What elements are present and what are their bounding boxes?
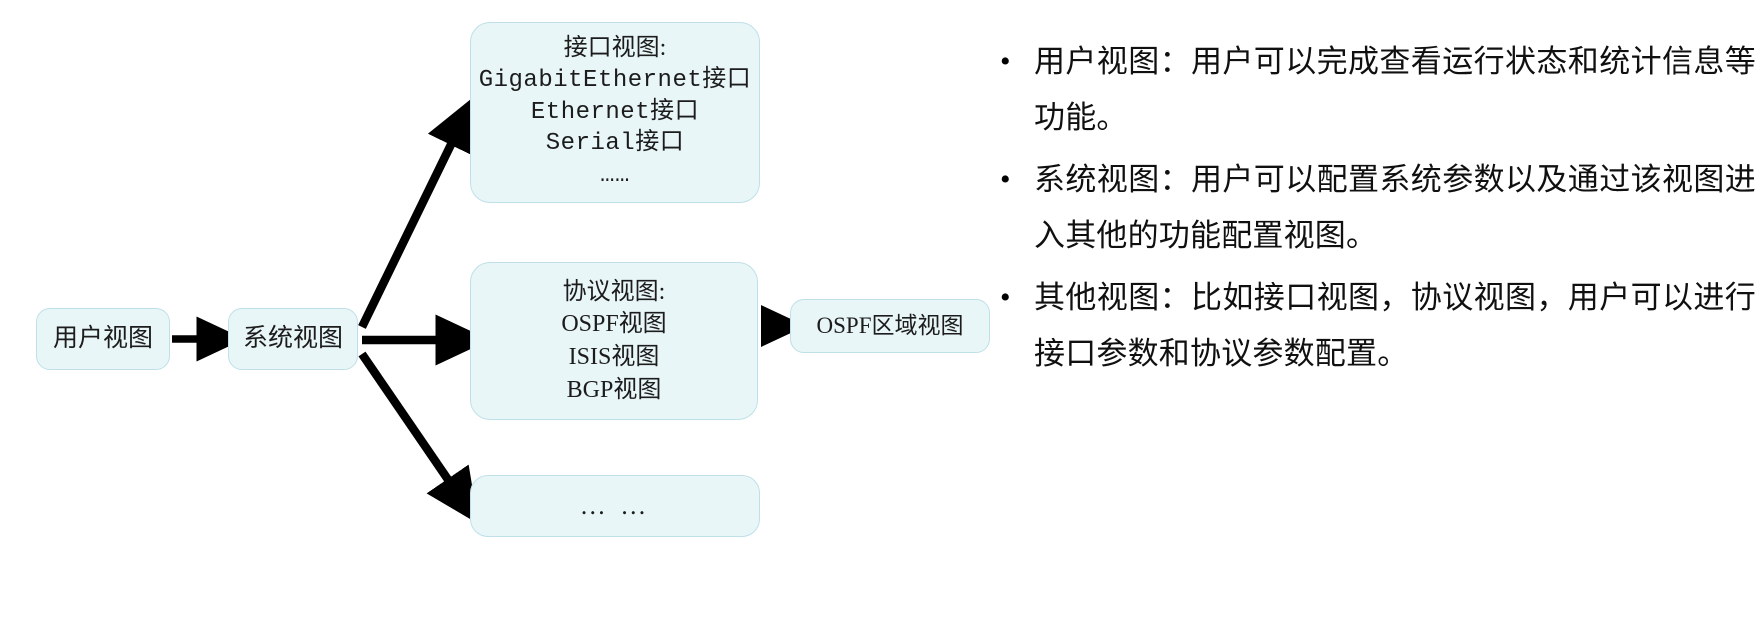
node-interface-view-line-1: GigabitEthernet接口: [478, 66, 752, 94]
node-other-view-label: … …: [579, 491, 651, 521]
arrow-system-to-interface: [358, 96, 475, 329]
node-interface-view-line-4: ……: [600, 162, 630, 190]
bullet-icon: •: [1000, 281, 1011, 314]
bullet-list: • 用户视图：用户可以完成查看运行状态和统计信息等功能。 • 系统视图：用户可以…: [1000, 34, 1756, 554]
list-item: • 其他视图：比如接口视图，协议视图，用户可以进行接口参数和协议参数配置。: [1000, 270, 1756, 382]
node-user-view[interactable]: 用户视图: [36, 308, 170, 370]
arrow-system-to-other: [358, 351, 479, 524]
node-protocol-view-line-3: BGP视图: [566, 376, 662, 403]
node-interface-view[interactable]: 接口视图: GigabitEthernet接口 Ethernet接口 Seria…: [470, 22, 760, 203]
bullet-icon: •: [1000, 45, 1011, 78]
bullet-icon: •: [1000, 163, 1011, 196]
node-other-view[interactable]: … …: [470, 475, 760, 537]
list-item: • 系统视图：用户可以配置系统参数以及通过该视图进入其他的功能配置视图。: [1000, 152, 1756, 264]
list-item-text: 其他视图：比如接口视图，协议视图，用户可以进行接口参数和协议参数配置。: [1034, 280, 1756, 371]
node-ospf-area-view-label: OSPF区域视图: [816, 313, 964, 339]
list-item-text: 用户视图：用户可以完成查看运行状态和统计信息等功能。: [1034, 44, 1756, 135]
node-system-view[interactable]: 系统视图: [228, 308, 358, 370]
node-interface-view-line-3: Serial接口: [545, 130, 685, 158]
node-user-view-label: 用户视图: [52, 324, 153, 352]
node-ospf-area-view[interactable]: OSPF区域视图: [790, 299, 990, 353]
node-system-view-label: 系统视图: [242, 324, 343, 352]
list-item-text: 系统视图：用户可以配置系统参数以及通过该视图进入其他的功能配置视图。: [1034, 162, 1756, 253]
node-interface-view-title: 接口视图:: [563, 34, 667, 61]
node-interface-view-line-2: Ethernet接口: [530, 98, 700, 126]
list-item: • 用户视图：用户可以完成查看运行状态和统计信息等功能。: [1000, 34, 1756, 146]
node-protocol-view[interactable]: 协议视图: OSPF视图 ISIS视图 BGP视图: [470, 262, 758, 420]
node-protocol-view-title: 协议视图:: [562, 278, 666, 305]
node-protocol-view-line-2: ISIS视图: [568, 344, 660, 370]
node-protocol-view-line-1: OSPF视图: [561, 311, 667, 338]
